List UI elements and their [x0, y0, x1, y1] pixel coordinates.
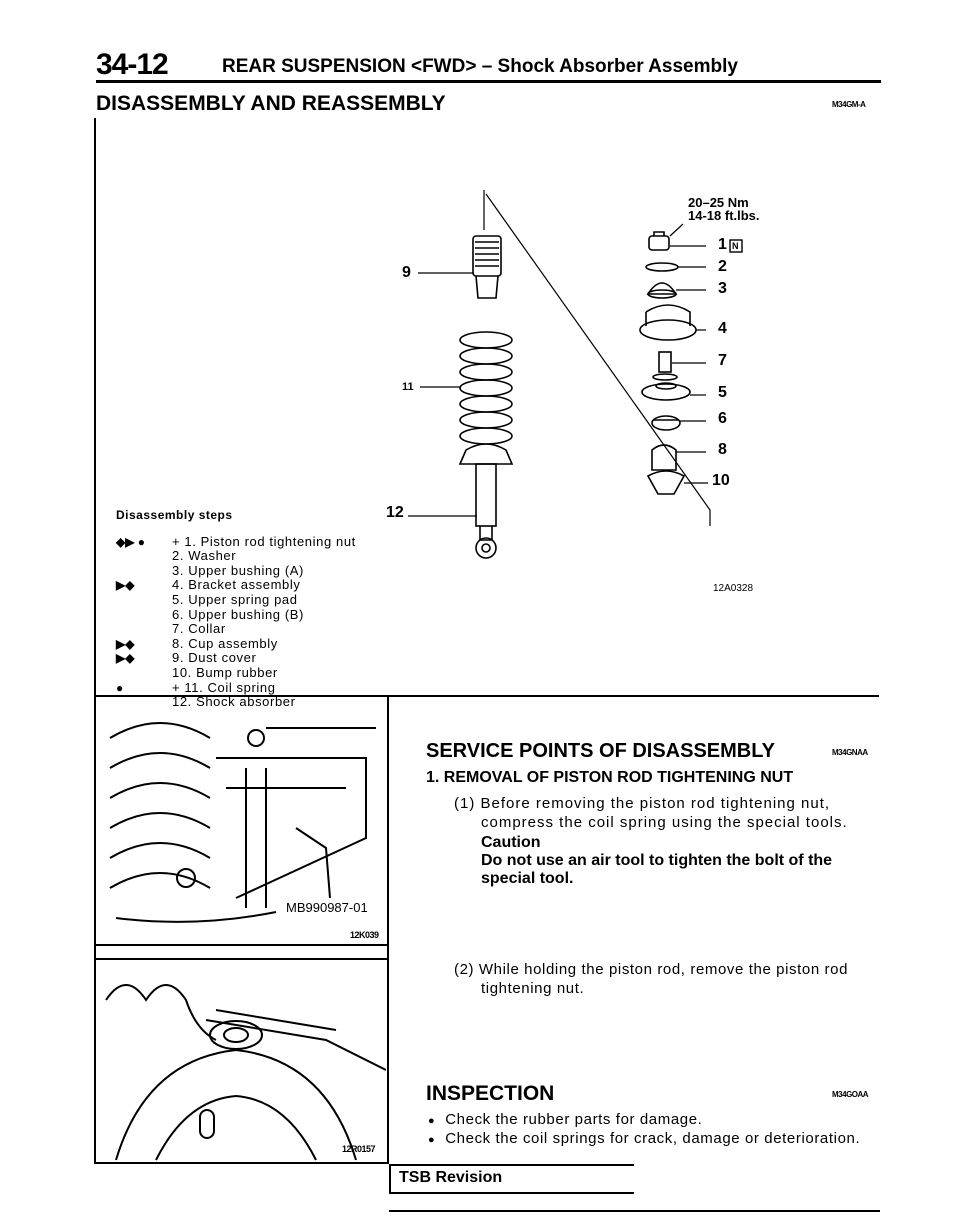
step-row: ▶◆4. Bracket assembly: [116, 577, 301, 593]
footer-rule: [389, 1210, 880, 1212]
special-tool-label: MB990987-01: [286, 900, 368, 915]
part-3-bushing: [646, 282, 678, 299]
step-row: 12. Shock absorber: [172, 694, 296, 710]
step-row: ▶◆9. Dust cover: [116, 650, 257, 666]
figure-separator: [96, 944, 387, 946]
step-2-line-2: tightening nut.: [481, 980, 585, 997]
inspection-code: M34GOAA: [832, 1090, 869, 1099]
part-10-bump-rubber: [646, 470, 686, 495]
torque-spec: 20–25 Nm 14-18 ft.lbs.: [688, 196, 760, 222]
callout-11: 11: [402, 381, 414, 393]
fig2-code: 12R0157: [342, 1144, 376, 1154]
page-number: 34-12: [96, 48, 169, 81]
spring-compressor-drawing: [109, 722, 376, 923]
piston-rod-nut-figure: 12R0157: [96, 960, 387, 1162]
torque-ftlbs: 14-18 ft.lbs.: [688, 208, 760, 223]
piston-rod-nut-drawing: [105, 984, 387, 1161]
callout-9: 9: [402, 264, 411, 281]
inspection-bullet: ●Check the rubber parts for damage.: [428, 1111, 703, 1128]
exploded-parts-diagram: [408, 190, 743, 559]
steps-heading: Disassembly steps: [116, 508, 233, 522]
callout-2: 2: [718, 258, 727, 275]
bottom-frame-line: [94, 1162, 389, 1164]
caution-line-1: Do not use an air tool to tighten the bo…: [481, 852, 833, 869]
coil-spring-drawing: [458, 331, 514, 465]
step-row: 7. Collar: [172, 621, 226, 637]
tsb-revision-box: TSB Revision: [389, 1164, 634, 1194]
part-7-collar: [652, 351, 678, 381]
service-code: M34GNAA: [832, 748, 868, 757]
step-row: 6. Upper bushing (B): [172, 606, 304, 622]
torque-nm: 20–25 Nm: [688, 195, 749, 210]
left-frame-line: [94, 118, 96, 1163]
step-row: 10. Bump rubber: [172, 664, 278, 680]
caution-line-2: special tool.: [481, 870, 574, 887]
section-divider: [94, 695, 879, 697]
service-points-title: SERVICE POINTS OF DISASSEMBLY: [426, 740, 775, 762]
fig1-code: 12K039: [350, 930, 379, 940]
callout-4: 4: [718, 320, 727, 337]
new-part-mark: N: [732, 241, 739, 251]
callout-5: 5: [718, 384, 727, 401]
callout-12: 12: [386, 504, 404, 521]
section-code: M34GM-A: [832, 100, 866, 109]
callout-6: 6: [718, 410, 727, 427]
step-row: 2. Washer: [172, 548, 237, 564]
part-6-bushing: [651, 415, 681, 431]
step-row: 5. Upper spring pad: [172, 591, 298, 607]
column-divider: [387, 695, 389, 1163]
section-title: DISASSEMBLY AND REASSEMBLY: [96, 92, 446, 115]
dust-cover-drawing: [472, 235, 502, 299]
part-5-spring-pad: [641, 382, 691, 401]
step-1-line-2: compress the coil spring using the speci…: [481, 814, 848, 831]
step-row: 3. Upper bushing (A): [172, 562, 304, 578]
callout-10: 10: [712, 472, 730, 489]
step-1-line-1: (1) Before removing the piston rod tight…: [454, 795, 831, 812]
step-row: ▶◆8. Cup assembly: [116, 635, 278, 651]
inspection-bullet: ●Check the coil springs for crack, damag…: [428, 1130, 861, 1147]
caution-block: Caution Do not use an air tool to tighte…: [481, 834, 832, 888]
shock-absorber-drawing: [475, 463, 497, 559]
step-row: ◆▶ ●+ 1. Piston rod tightening nut: [116, 533, 356, 549]
part-1-nut: [648, 231, 670, 251]
callout-1: 1: [718, 236, 727, 253]
page-header-title: REAR SUSPENSION <FWD> – Shock Absorber A…: [222, 56, 738, 77]
step-2-line-1: (2) While holding the piston rod, remove…: [454, 961, 849, 978]
callout-3: 3: [718, 280, 727, 297]
tsb-revision-label: TSB Revision: [399, 1169, 503, 1186]
part-4-bracket: [639, 304, 697, 341]
caution-label: Caution: [481, 834, 541, 851]
disassembly-steps: Disassembly steps ◆▶ ●+ 1. Piston rod ti…: [116, 508, 356, 710]
part-2-washer: [645, 262, 679, 272]
inspection-title: INSPECTION: [426, 1082, 555, 1105]
figure-separator-2: [96, 958, 387, 960]
spring-compressor-figure: MB990987-01 12K039: [96, 698, 386, 946]
part-8-cup: [651, 444, 677, 471]
diagram-figure-code: 12A0328: [713, 583, 754, 594]
callout-7: 7: [718, 352, 727, 369]
callout-8: 8: [718, 441, 727, 458]
step-row: ●+ 11. Coil spring: [116, 679, 276, 695]
header-rule: [96, 80, 881, 83]
new-part-box: [729, 239, 743, 253]
removal-heading: 1. REMOVAL OF PISTON ROD TIGHTENING NUT: [426, 769, 794, 786]
